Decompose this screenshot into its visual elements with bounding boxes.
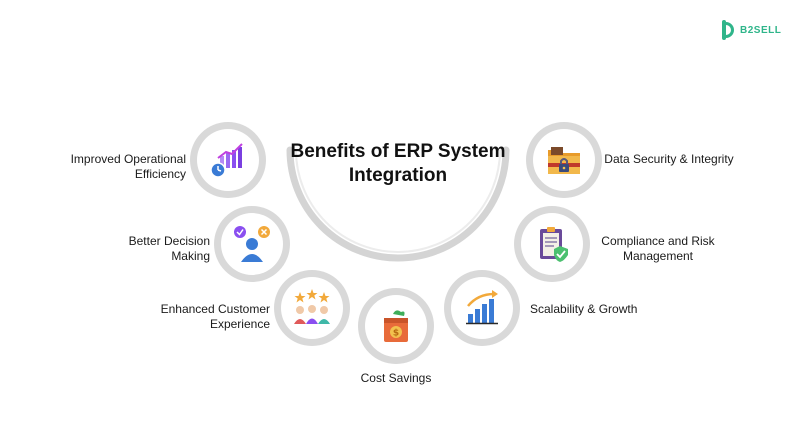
brand-logo: B2SELL — [722, 20, 781, 40]
benefit-node-decision — [214, 206, 290, 282]
customers-stars-icon — [294, 289, 330, 324]
benefit-label-customer: Enhanced Customer Experience — [160, 302, 270, 331]
benefit-node-growth — [444, 270, 520, 346]
benefit-node-compliance — [514, 206, 590, 282]
benefit-label-growth: Scalability & Growth — [530, 302, 638, 316]
benefit-node-efficiency — [190, 122, 266, 198]
benefit-node-security — [526, 122, 602, 198]
clipboard-check-icon — [540, 227, 568, 262]
benefit-label-efficiency: Improved Operational Efficiency — [70, 152, 186, 181]
benefit-label-security: Data Security & Integrity — [604, 152, 734, 166]
svg-text:$: $ — [393, 329, 399, 339]
secure-folder-lock-icon — [548, 147, 580, 174]
efficiency-chart-clock-icon — [210, 143, 243, 178]
benefit-label-decision: Better Decision Making — [128, 234, 210, 263]
brand-name: B2SELL — [740, 24, 782, 36]
benefit-label-cost: Cost Savings — [360, 371, 432, 385]
logo-mark-icon — [722, 20, 736, 40]
benefit-node-customer — [274, 270, 350, 346]
benefit-label-compliance: Compliance and Risk Management — [601, 234, 715, 263]
benefit-node-cost: $ — [358, 288, 434, 364]
page-title: Benefits of ERP System Integration — [290, 141, 506, 186]
money-box-icon: $ — [384, 310, 408, 342]
decision-person-icon — [234, 226, 270, 262]
growth-bar-chart-icon — [466, 290, 498, 325]
